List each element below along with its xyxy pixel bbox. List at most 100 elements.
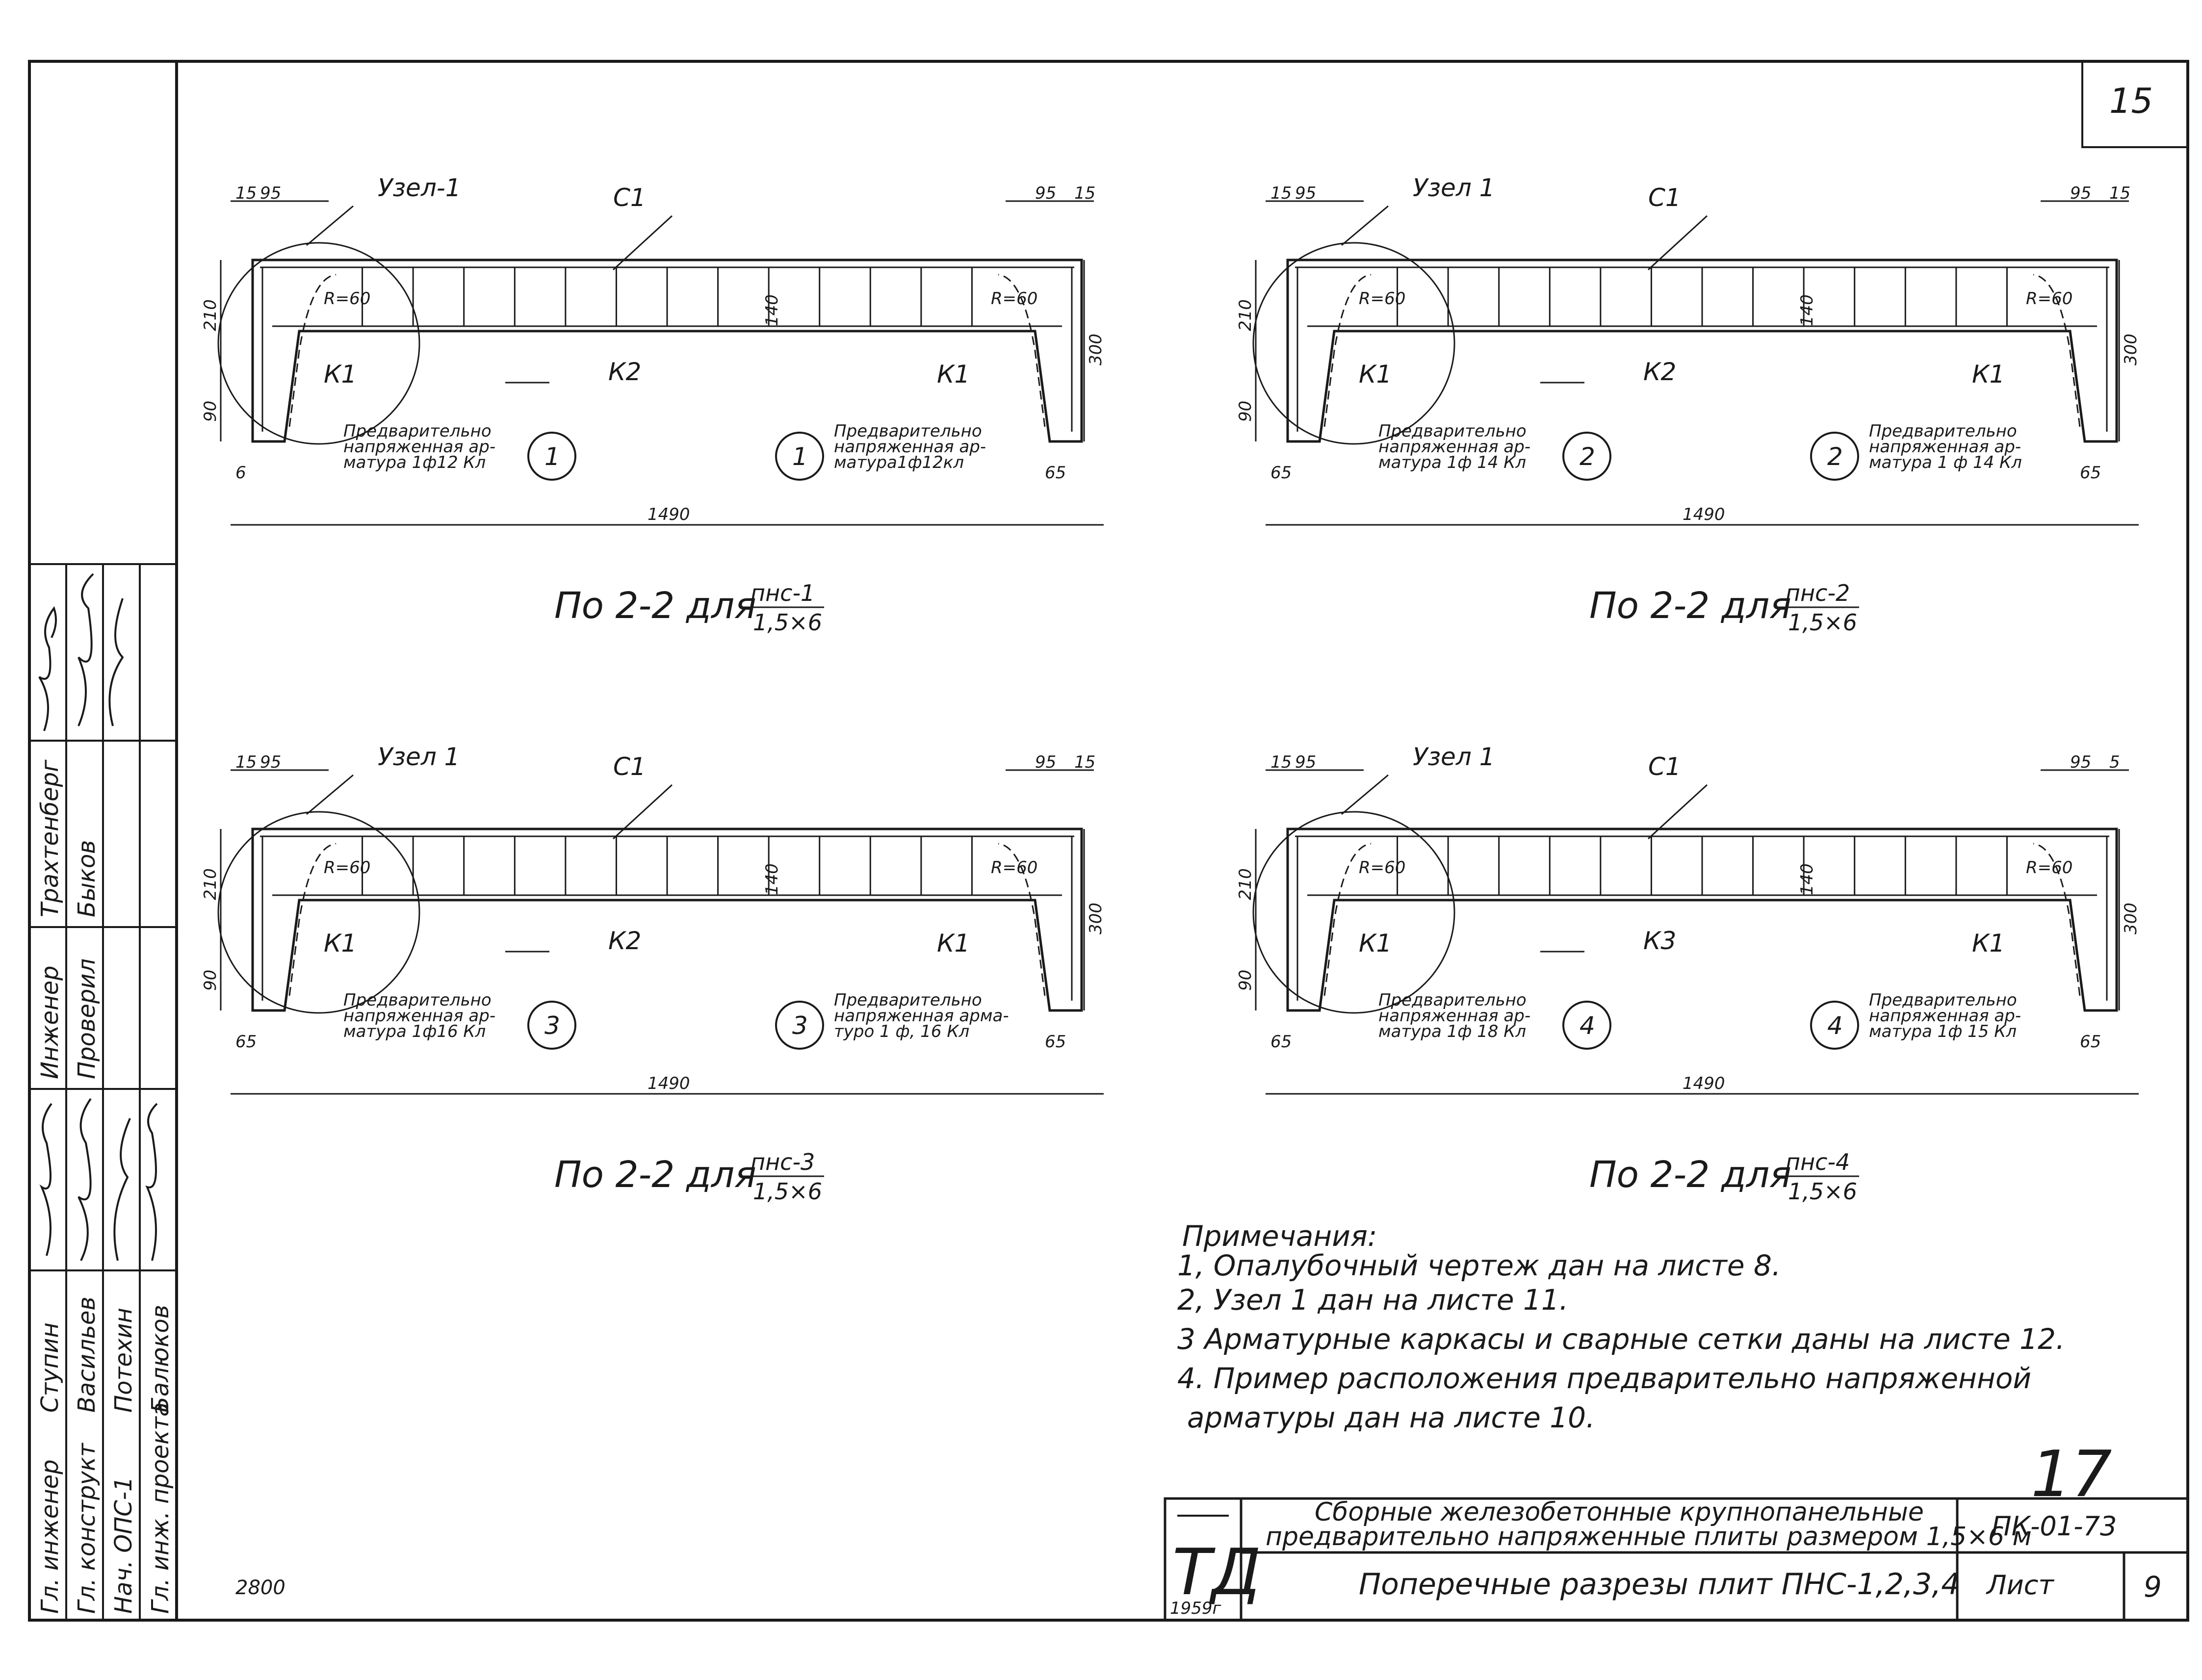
node-leader [1341, 774, 1389, 815]
node-detail-circle [1252, 242, 1455, 445]
prestress-text-left: Предварительно [343, 990, 492, 1010]
stamp-name-1: Ступин [36, 1322, 64, 1413]
prestress-number-right: 4 [1827, 1011, 1843, 1040]
stamp-role-4: Гл. инж. проекта [147, 1402, 174, 1614]
caption-fraction-bottom: 1,5×6 [1788, 1178, 1857, 1205]
slab-outline [251, 258, 1083, 443]
prestress-bar-left [1323, 843, 1372, 996]
section-caption: По 2-2 для [1589, 1154, 1791, 1196]
sheet-title: Поперечные разрезы плит ПНС-1,2,3,4 [1359, 1567, 1960, 1602]
prestress-text-left: матура 1ф16 Кл [343, 1022, 486, 1041]
prestress-number-right: 2 [1827, 442, 1843, 471]
k1-left-label: К1 [324, 360, 357, 388]
dim-65-left: 65 [1270, 463, 1292, 483]
dim-300: 300 [2121, 903, 2141, 934]
dim-15-right: 15 [1074, 183, 1095, 203]
note-4: 4. Пример расположения предварительно на… [1177, 1362, 2031, 1395]
k1-left-label: К1 [1359, 929, 1392, 957]
radius-right: R=60 [991, 858, 1037, 878]
mesh-leader [1647, 784, 1708, 840]
dim-95-left: 95 [260, 183, 281, 203]
prestress-text-left: матура 1ф12 Кл [343, 453, 486, 472]
section-caption: По 2-2 для [554, 585, 756, 627]
radius-left: R=60 [1359, 289, 1405, 309]
slab-outline [1286, 827, 2118, 1012]
prestress-text-right: напряженная ар- [834, 437, 986, 457]
stamp-role-1: Гл. инженер [36, 1459, 64, 1614]
dim-95-left: 95 [1295, 752, 1316, 772]
dim-65-right: 65 [1045, 463, 1066, 483]
caption-fraction-top: пнс-2 [1786, 580, 1850, 606]
stamp-name-2: Васильев [73, 1296, 101, 1413]
sheet-label: Лист [1986, 1570, 2054, 1601]
node-label: Узел 1 [1413, 743, 1495, 771]
archive-number: 2800 [235, 1577, 285, 1599]
prestress-mark-right [775, 1001, 824, 1050]
mesh-label: С1 [613, 183, 646, 212]
prestress-number-left: 3 [544, 1011, 560, 1040]
note-1: 1, Опалубочный чертеж дан на листе 8. [1177, 1249, 1781, 1282]
dim-300: 300 [2121, 334, 2141, 365]
radius-left: R=60 [1359, 858, 1405, 878]
caption-fraction-top: пнс-3 [751, 1149, 815, 1175]
prestress-text-right: напряженная арма- [834, 1006, 1009, 1026]
dim-95-right: 95 [1035, 752, 1056, 772]
dim-300: 300 [1086, 334, 1106, 365]
prestress-mark-left [527, 432, 576, 481]
prestress-text-right: напряженная ар- [1869, 1006, 2021, 1026]
dim-65-left: 6 [235, 463, 246, 483]
prestress-text-left: Предварительно [1378, 990, 1527, 1010]
k1-right-label: К1 [937, 929, 970, 957]
stamp-name-4: Балюков [147, 1305, 174, 1413]
prestress-number-left: 1 [544, 442, 560, 471]
prestress-mark-left [1562, 1001, 1611, 1050]
title-logo: ТД [1172, 1535, 1261, 1609]
prestress-text-right: туро 1 ф, 16 Кл [834, 1022, 969, 1041]
dim-300: 300 [1086, 903, 1106, 934]
dim-15-right: 15 [2109, 183, 2130, 203]
dim-95-right: 95 [2070, 752, 2091, 772]
dim-95-right: 95 [2070, 183, 2091, 203]
node-label: Узел 1 [1413, 174, 1495, 202]
dim-65-left: 65 [1270, 1032, 1292, 1052]
prestress-number-left: 4 [1580, 1011, 1595, 1040]
dim-210: 210 [201, 868, 220, 900]
prestress-bar-left [288, 843, 337, 996]
k-center-label: К3 [1643, 927, 1676, 955]
notes-block: Примечания: 1, Опалубочный чертеж дан на… [1177, 1219, 2065, 1434]
slab-outline [1286, 258, 2118, 443]
prestress-bar-right [2033, 843, 2081, 996]
k-center-label: К2 [608, 927, 641, 955]
note-3: 3 Арматурные каркасы и сварные сетки дан… [1177, 1322, 2065, 1356]
prestress-text-left: напряженная ар- [1378, 437, 1530, 457]
slab-outline [251, 827, 1083, 1012]
mesh-label: С1 [613, 752, 646, 781]
node-label: Узел 1 [378, 743, 460, 771]
project-title-1: Сборные железобетонные крупнопанельные [1315, 1498, 1924, 1527]
dim-140: 140 [1797, 863, 1817, 895]
node-detail-circle [1252, 811, 1455, 1014]
caption-fraction-top: пнс-4 [1786, 1149, 1850, 1175]
node-detail-circle [217, 811, 420, 1014]
caption-fraction-bottom: 1,5×6 [1788, 609, 1857, 636]
prestress-bar-right [2033, 274, 2081, 427]
project-title-2: предварительно напряженные плиты размеро… [1266, 1522, 2032, 1551]
node-leader [306, 205, 354, 246]
caption-fraction-top: пнс-1 [751, 580, 815, 606]
dim-65-left: 65 [235, 1032, 257, 1052]
sheet-corner-number: 15 [2109, 81, 2153, 121]
prestress-text-left: напряженная ар- [343, 1006, 495, 1026]
dim-210: 210 [1236, 868, 1255, 900]
notes-title: Примечания: [1182, 1219, 1377, 1253]
prestress-bar-left [1323, 274, 1372, 427]
radius-left: R=60 [324, 289, 370, 309]
prestress-text-left: матура 1ф 18 Кл [1378, 1022, 1526, 1041]
prestress-mark-right [1810, 1001, 1859, 1050]
mesh-leader [1647, 215, 1708, 271]
dim-95-left: 95 [1295, 183, 1316, 203]
side-stamp-text: Гл. инженер Гл. конструкт Нач. ОПС-1 Гл.… [36, 759, 174, 1614]
node-leader [306, 774, 354, 815]
dim-1490: 1490 [1683, 505, 1725, 524]
